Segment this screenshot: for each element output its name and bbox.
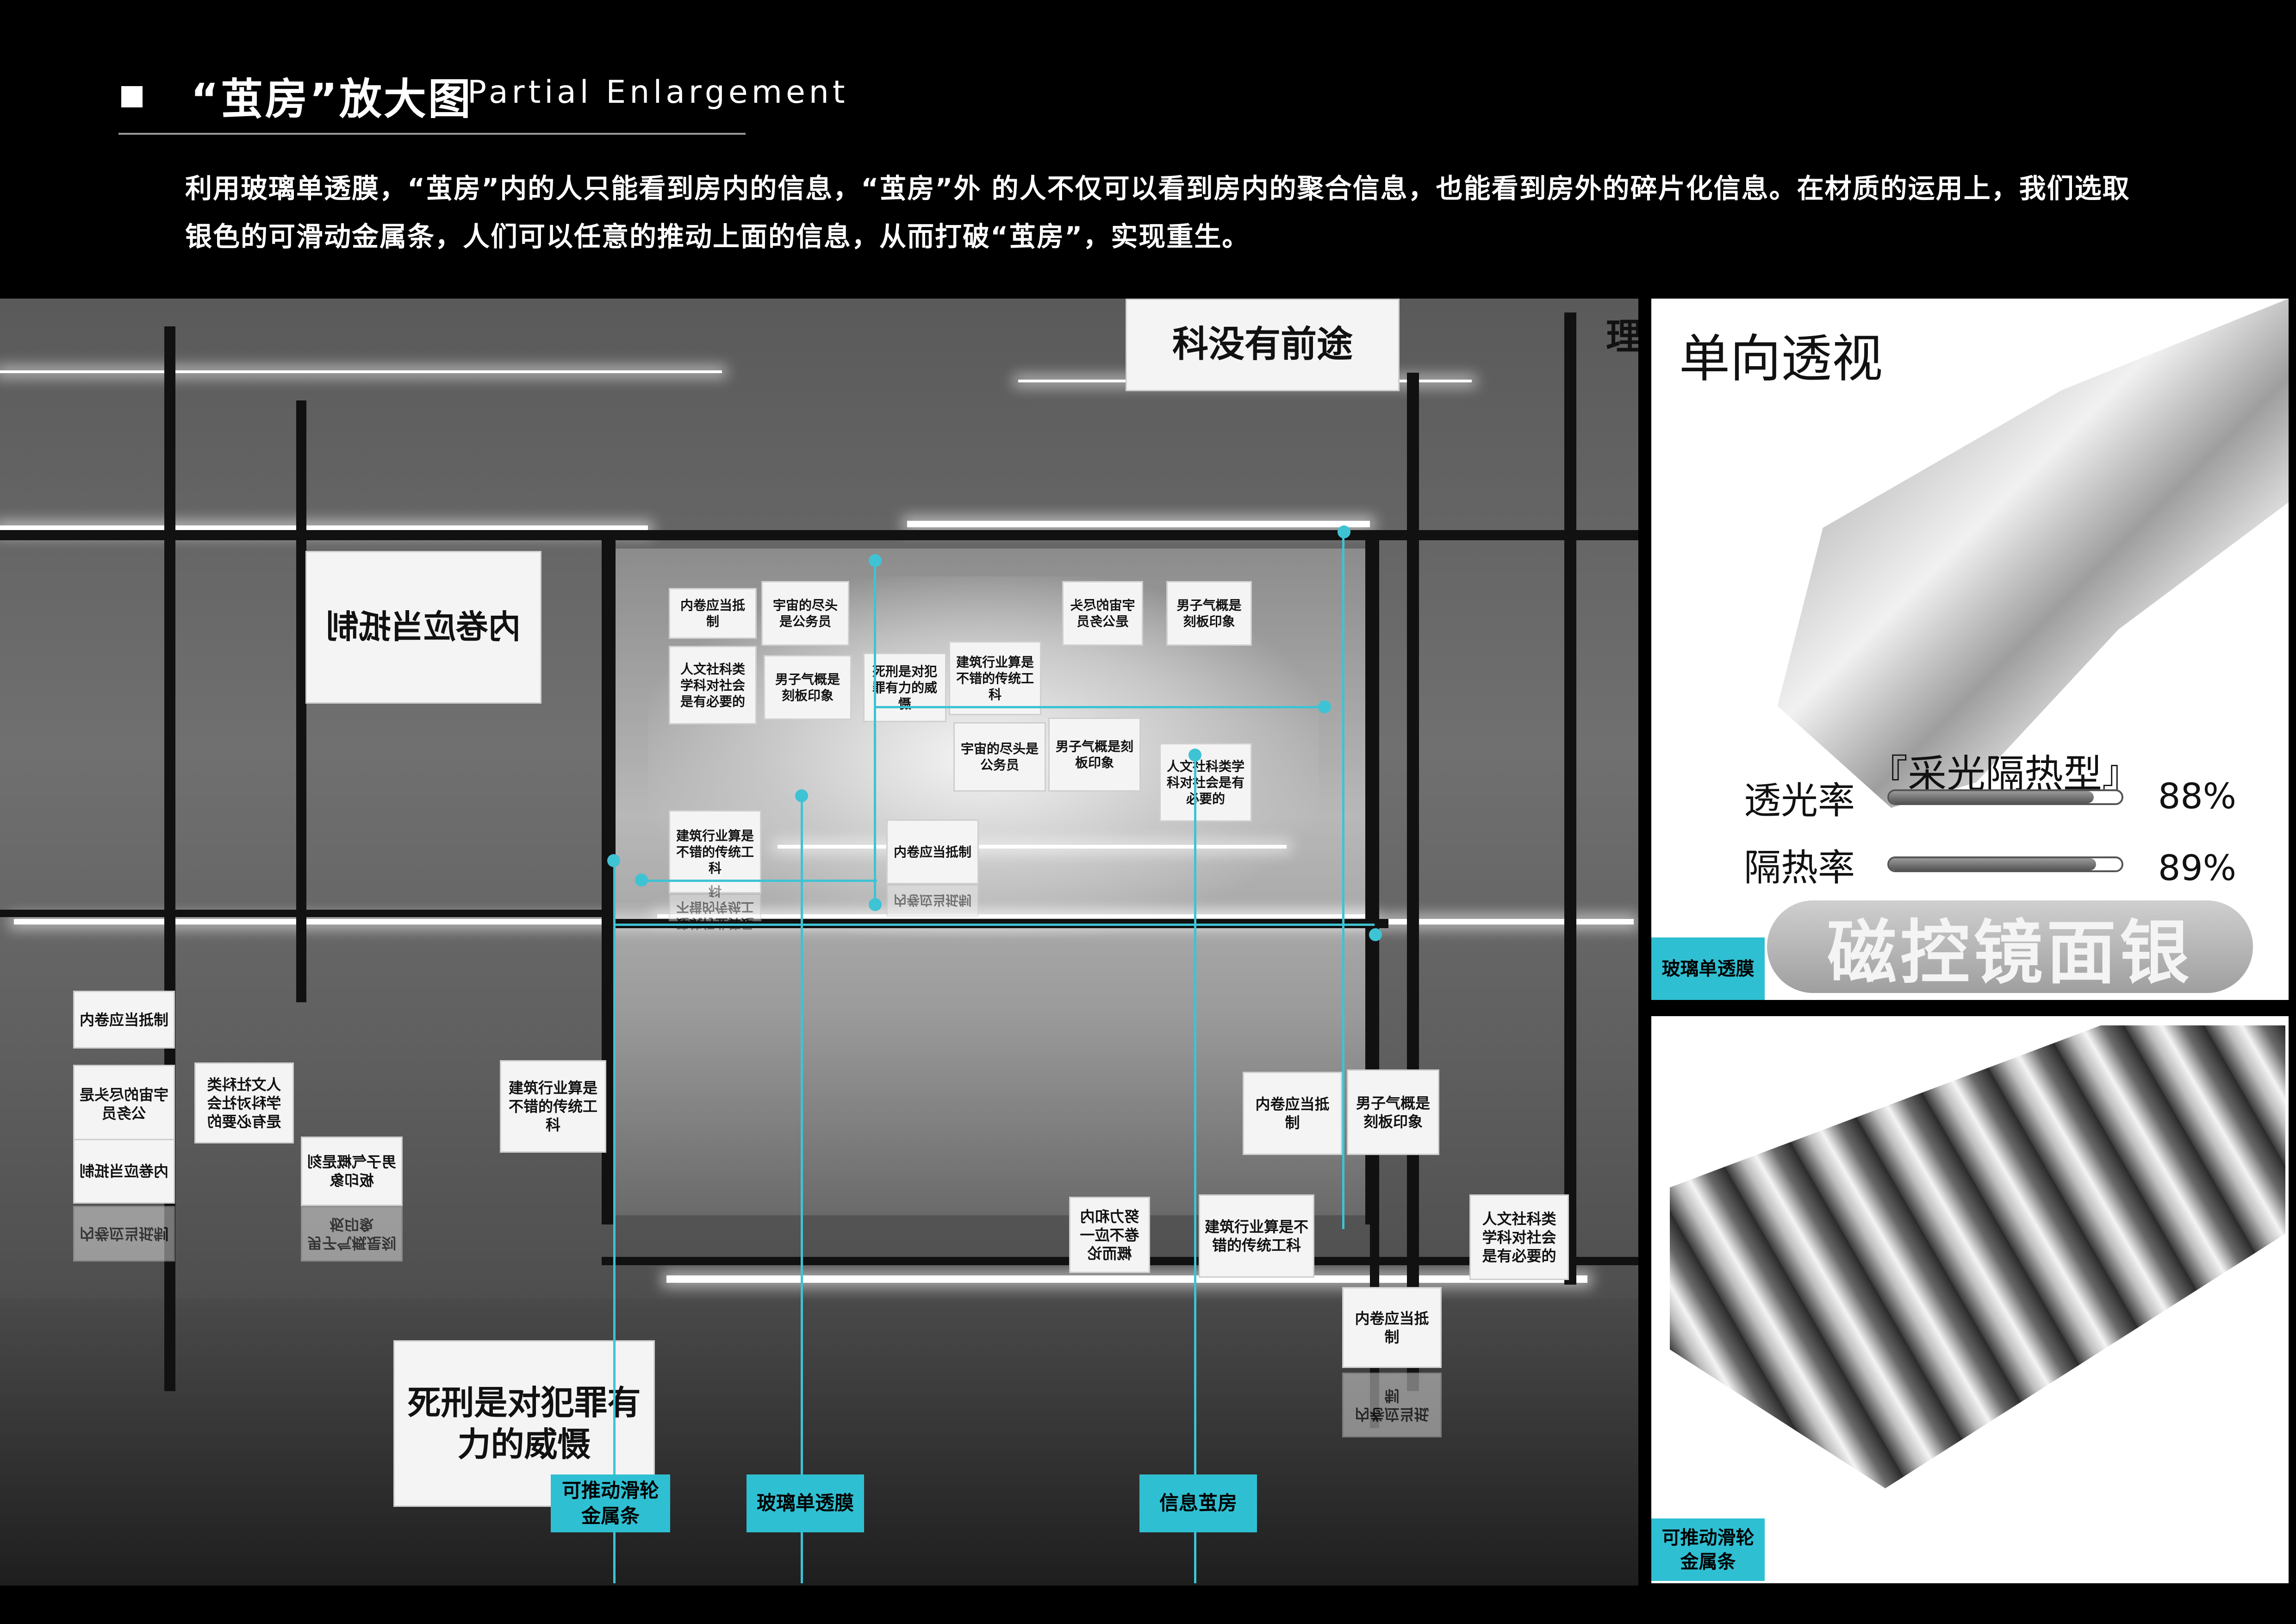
- card: 内卷应当抵制: [1342, 1287, 1442, 1368]
- annotation-dot: [1338, 525, 1350, 538]
- frame-column: [1564, 312, 1576, 1285]
- tag-slide-rail: 可推动滑轮 金属条: [551, 1474, 670, 1532]
- description-line-1: 利用玻璃单透膜，“茧房”内的人只能看到房内的信息，“茧房”外 的人不仅可以看到房…: [185, 173, 2130, 204]
- transmittance-bar: [1887, 789, 2123, 805]
- transmittance-value: 88%: [2158, 775, 2236, 817]
- annotation-dot: [1188, 749, 1201, 762]
- card: 男子气概是刻板印象: [1166, 581, 1252, 646]
- insulation-bar-fill: [1889, 858, 2096, 870]
- card: 男子气概是刻板印象: [1048, 718, 1141, 792]
- rail-caption: 可推动滑轮 金属条: [1651, 1518, 1765, 1581]
- tag-info-cocoon: 信息茧房: [1139, 1474, 1257, 1532]
- card-reflection: 内卷应当抵制: [1342, 1373, 1442, 1437]
- card: 男子气概是刻板印象: [764, 655, 852, 720]
- card: 死刑是对犯罪有力的威慑: [863, 653, 946, 722]
- card: 内卷应当抵制: [886, 819, 979, 884]
- light-strip: [778, 845, 1287, 849]
- metal-rail-image: [1670, 1025, 2285, 1488]
- card: 内卷应当抵制: [669, 588, 757, 639]
- annotation-dot: [1318, 700, 1331, 713]
- frame-beam: [0, 910, 616, 917]
- rail-panel: 可推动滑轮 金属条: [1651, 1016, 2289, 1583]
- card: 男子气概是刻板印象: [1347, 1069, 1439, 1155]
- card-reflection: 男子气概是刻板印象: [301, 1206, 403, 1262]
- annotation-line: [874, 706, 1323, 708]
- card: 内卷应当抵制: [1243, 1072, 1342, 1155]
- card: 努力和内卷不应一概而论: [1069, 1197, 1150, 1273]
- annotation-line: [801, 796, 803, 1583]
- card: 宇宙的尽头是公务员: [953, 722, 1046, 792]
- header-divider: [118, 133, 746, 135]
- transmittance-label: 透光率: [1744, 779, 1855, 822]
- card: 人文社科类学科对社会是有必要的: [1469, 1194, 1569, 1280]
- sign-top: 科没有前途: [1126, 299, 1400, 391]
- light-strip: [907, 521, 1370, 527]
- description: 利用玻璃单透膜，“茧房”内的人只能看到房内的信息，“茧房”外 的人不仅可以看到房…: [185, 164, 2129, 261]
- card-left-big: 内卷应当抵制: [305, 551, 541, 704]
- annotation-dot: [795, 789, 808, 802]
- page-title: “茧房”放大图: [191, 75, 473, 124]
- card: 宇宙的尽头是公务员: [1062, 581, 1143, 646]
- card-reflection: 内卷应当抵制: [73, 1206, 175, 1262]
- annotation-dot: [607, 854, 620, 867]
- card: 宇宙的尽头是公务员: [761, 581, 849, 646]
- enlarged-render: 科没有前途 理 内卷应当抵制 死刑是对犯罪有力的威慑 内卷应当抵制 宇宙的尽头是…: [0, 299, 1638, 1586]
- description-line-2: 银色的可滑动金属条，人们可以任意的推动上面的信息，从而打破“茧房”，实现重生。: [185, 221, 1250, 252]
- annotation-line: [641, 880, 877, 882]
- page-subtitle: Partial Enlargement: [467, 74, 849, 111]
- film-type: 『采光隔热型』: [1869, 751, 2141, 797]
- card: 建筑行业算是不错的传统工科: [500, 1060, 606, 1153]
- film-panel: 单向透视 『采光隔热型』 透光率 88% 隔热率 89% 磁控镜面银 玻璃单透膜: [1651, 299, 2289, 1000]
- card-reflection: 内卷应当抵制: [886, 884, 979, 917]
- card: 宇宙的尽头是公务员: [73, 1065, 175, 1143]
- bullet-square-icon: [121, 86, 143, 107]
- transmittance-bar-fill: [1889, 791, 2094, 803]
- insulation-value: 89%: [2158, 847, 2236, 888]
- insulation-label: 隔热率: [1744, 846, 1855, 889]
- card: 建筑行业算是不错的传统工科: [949, 641, 1041, 715]
- card: 建筑行业算是不错的传统工科: [1199, 1194, 1314, 1278]
- light-strip: [657, 914, 1370, 918]
- insulation-bar: [1887, 856, 2123, 872]
- card-reflection: 建筑行业算是不错的传统工科: [669, 884, 761, 931]
- light-strip: [666, 1275, 1587, 1283]
- tag-film: 玻璃单透膜: [747, 1474, 864, 1532]
- annotation-line: [1342, 535, 1344, 1229]
- annotation-dot: [1369, 928, 1382, 941]
- card: 人文社科类学科对社会是有必要的: [669, 646, 757, 725]
- light-strip: [0, 370, 722, 373]
- annotation-line: [613, 861, 616, 1583]
- frame-beam: [0, 530, 1638, 540]
- annotation-line: [874, 560, 876, 907]
- brand-label: 磁控镜面银: [1767, 900, 2253, 993]
- card: 人文社科类学科对社会是有必要的: [1159, 743, 1252, 822]
- film-title: 单向透视: [1679, 329, 1883, 388]
- card: 内卷应当抵制: [73, 991, 175, 1049]
- annotation-dot: [635, 874, 648, 887]
- card: 人文社科类学科对社会是有必要的: [194, 1062, 294, 1143]
- annotation-line: [616, 924, 1375, 926]
- sign-top-right: 理: [1606, 316, 1638, 358]
- frame-column: [164, 326, 175, 1391]
- annotation-line: [1194, 755, 1196, 1583]
- annotation-dot: [869, 898, 882, 911]
- card: 男子气概是刻板印象: [301, 1137, 403, 1206]
- frame-column: [1407, 373, 1419, 1391]
- annotation-dot: [869, 554, 882, 567]
- card: 内卷应当抵制: [73, 1139, 175, 1204]
- frame-column: [296, 400, 306, 1002]
- film-caption: 玻璃单透膜: [1651, 937, 1765, 1000]
